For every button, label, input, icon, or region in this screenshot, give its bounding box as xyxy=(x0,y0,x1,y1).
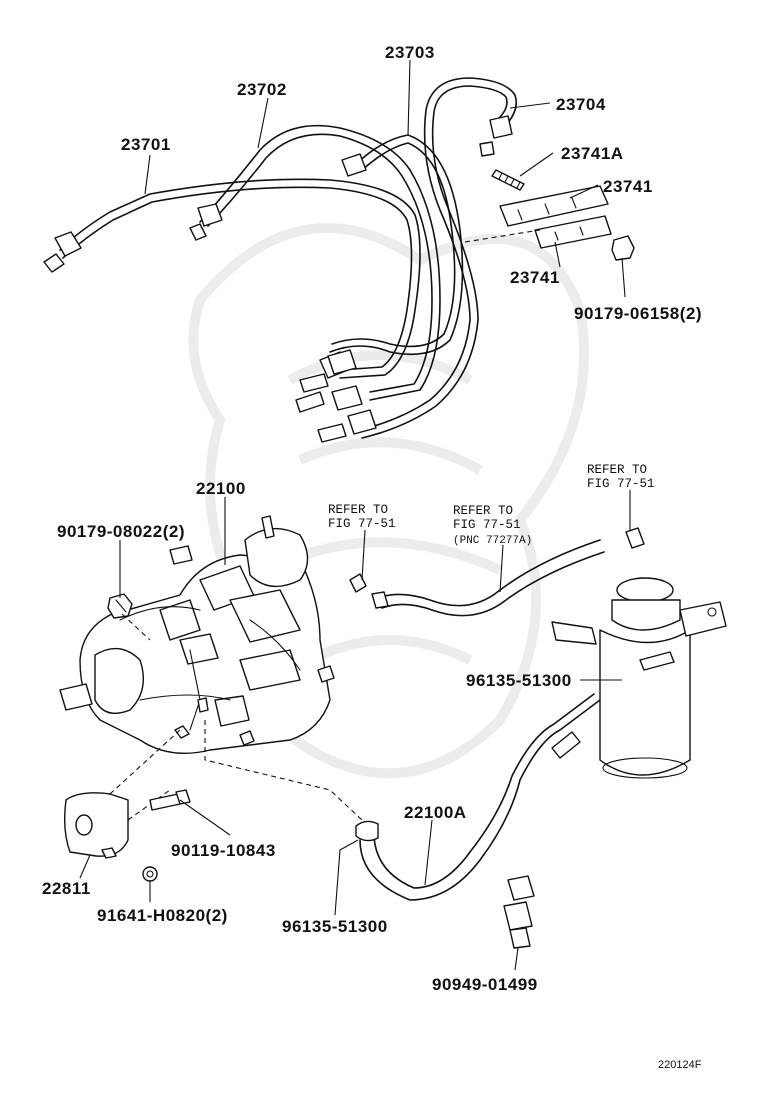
injection-pipe-23704 xyxy=(359,77,518,439)
nut-90179-06158 xyxy=(611,235,635,261)
label-23702: 23702 xyxy=(237,80,287,99)
clamp-alignment-line xyxy=(464,229,541,243)
ref-right-line1: REFER TO xyxy=(587,463,647,477)
nut-91641-H0820 xyxy=(142,866,158,882)
figure-code: 220124F xyxy=(658,1059,702,1071)
fuel-hose-22100A xyxy=(359,693,601,901)
nut-90179-08022 xyxy=(107,593,133,619)
label-23704: 23704 xyxy=(556,95,606,114)
watermark-emblem xyxy=(188,223,589,779)
label-23741-lower: 23741 xyxy=(510,268,560,287)
bracket-22811 xyxy=(63,792,129,859)
fuel-filter-body xyxy=(551,577,727,779)
label-22811: 22811 xyxy=(42,879,91,898)
hose-clip-96135-51300-bottom xyxy=(355,820,379,842)
ref-mid-line3: (PNC 77277A) xyxy=(453,535,532,547)
pipe-nozzle-fittings xyxy=(295,349,377,443)
clamp-plate-23741-upper xyxy=(499,185,609,227)
label-90119-10843: 90119-10843 xyxy=(171,841,276,860)
label-22100: 22100 xyxy=(196,479,246,498)
label-23741A: 23741A xyxy=(561,144,624,163)
hose-clip-ref-left xyxy=(349,573,367,593)
ref-mid-line1: REFER TO xyxy=(453,504,513,518)
nut-08022-mount-line xyxy=(121,613,151,641)
hose-clip-ref-right xyxy=(625,527,645,549)
injection-pipe-23701 xyxy=(43,178,421,379)
label-22100A: 22100A xyxy=(404,803,467,822)
hose-route-line xyxy=(204,720,363,821)
leader-lines xyxy=(79,59,631,971)
fuel-hose-upper xyxy=(371,539,605,617)
ref-left-line2: FIG 77-51 xyxy=(328,517,396,531)
bolt-90119-10843 xyxy=(149,789,191,811)
label-23701: 23701 xyxy=(121,135,171,154)
label-91641-H0820: 91641-H0820(2) xyxy=(97,906,228,925)
injection-pipe-23702 xyxy=(189,124,441,401)
ref-left-line1: REFER TO xyxy=(328,503,388,517)
ref-right-line2: FIG 77-51 xyxy=(587,477,655,491)
label-96135-51300-right: 96135-51300 xyxy=(466,671,572,690)
injection-pipe-23703 xyxy=(319,134,464,379)
clamp-stud-23741A xyxy=(491,169,525,191)
ref-mid-line2: FIG 77-51 xyxy=(453,518,521,532)
label-90179-08022: 90179-08022(2) xyxy=(57,522,185,541)
label-90179-06158: 90179-06158(2) xyxy=(574,304,702,323)
label-96135-51300-bottom: 96135-51300 xyxy=(282,917,388,936)
label-90949-01499: 90949-01499 xyxy=(432,975,538,994)
drain-plug-90949-01499 xyxy=(503,875,535,949)
bracket-mount-line-1 xyxy=(109,729,181,795)
label-23703: 23703 xyxy=(385,43,435,62)
label-23741-upper: 23741 xyxy=(603,177,653,196)
clamp-plate-23741-lower xyxy=(534,215,612,249)
injection-pump-22100 xyxy=(59,515,335,755)
